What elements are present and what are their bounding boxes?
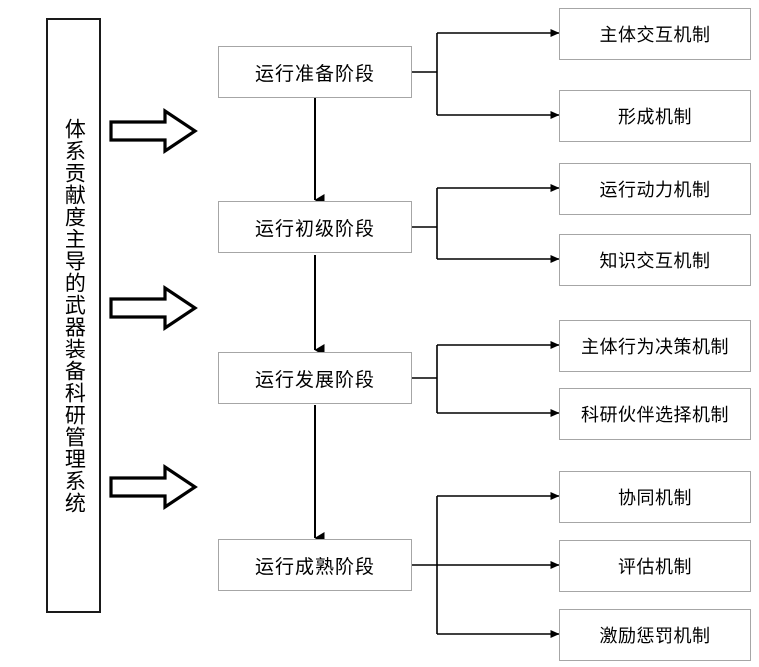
mechanism-box-形成机制[interactable]: 形成机制 <box>559 90 751 142</box>
branch-connector-stage-4 <box>412 492 560 638</box>
mechanism-box-科研伙伴选择机制[interactable]: 科研伙伴选择机制 <box>559 388 751 440</box>
mechanism-box-知识交互机制[interactable]: 知识交互机制 <box>559 234 751 286</box>
stage-box-运行初级阶段[interactable]: 运行初级阶段 <box>218 201 412 253</box>
stage-box-运行发展阶段[interactable]: 运行发展阶段 <box>218 352 412 404</box>
system-container-label: 体系贡献度主导的武器装备科研管理系统 <box>62 117 87 514</box>
branch-connector-stage-2 <box>412 184 560 263</box>
mechanism-box-激励惩罚机制[interactable]: 激励惩罚机制 <box>559 609 751 661</box>
mechanism-box-主体交互机制[interactable]: 主体交互机制 <box>559 8 751 60</box>
block-arrow-2-icon <box>108 285 198 331</box>
mechanism-box-评估机制[interactable]: 评估机制 <box>559 540 751 592</box>
mechanism-box-协同机制[interactable]: 协同机制 <box>559 471 751 523</box>
stage-box-运行成熟阶段[interactable]: 运行成熟阶段 <box>218 539 412 591</box>
stage-box-运行准备阶段[interactable]: 运行准备阶段 <box>218 46 412 98</box>
branch-connector-stage-3 <box>412 341 560 417</box>
mechanism-box-运行动力机制[interactable]: 运行动力机制 <box>559 163 751 215</box>
block-arrow-1-icon <box>108 108 198 154</box>
system-container-box: 体系贡献度主导的武器装备科研管理系统 <box>46 18 101 613</box>
mechanism-box-主体行为决策机制[interactable]: 主体行为决策机制 <box>559 320 751 372</box>
block-arrow-3-icon <box>108 464 198 510</box>
branch-connector-stage-1 <box>412 29 560 119</box>
